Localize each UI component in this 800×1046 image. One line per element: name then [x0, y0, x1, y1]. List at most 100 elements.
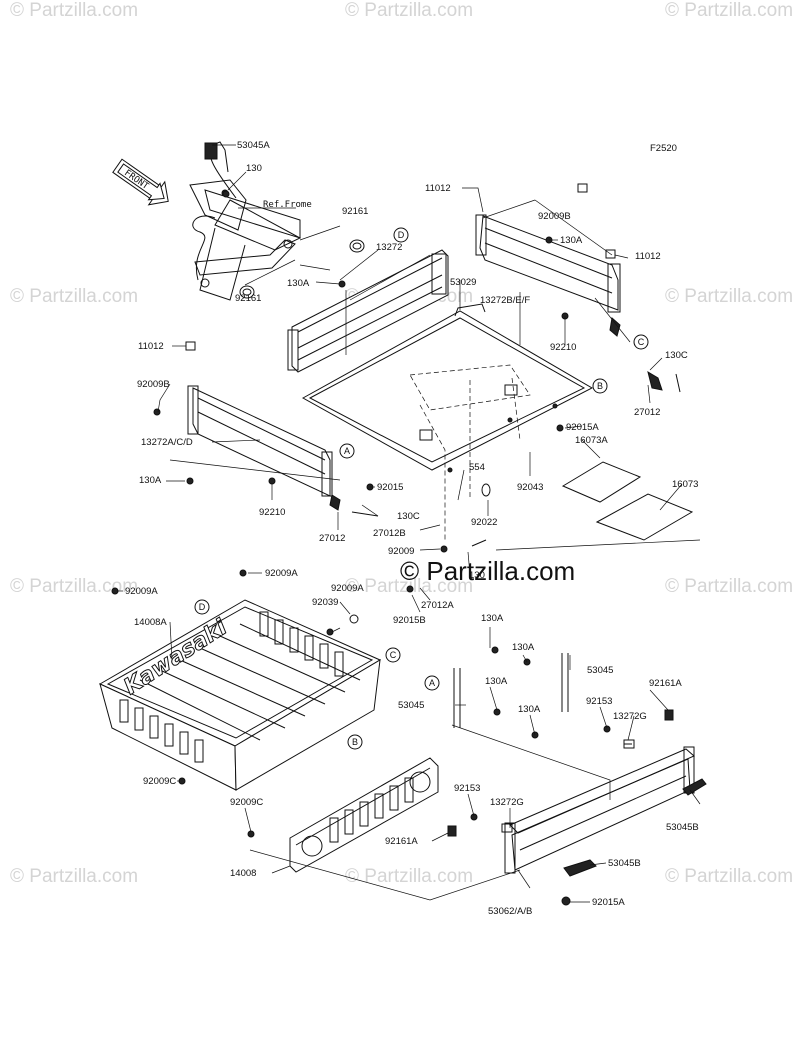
- reference-circles: D A B C D C B A: [194, 227, 649, 750]
- panel-13272b: [475, 183, 621, 337]
- bed-frame-assembly: [189, 141, 365, 301]
- svg-text:C: C: [638, 337, 645, 347]
- part-label: 92039: [312, 597, 338, 608]
- figure-code: F2520: [650, 143, 677, 154]
- part-label: 13272G: [613, 711, 647, 722]
- cargo-box-14008a: Kawasaki: [98, 599, 382, 791]
- svg-text:D: D: [199, 602, 206, 612]
- part-label: 92009A: [331, 583, 364, 594]
- part-label: 554: [469, 462, 485, 473]
- part-label: 92161A: [649, 678, 682, 689]
- part-label: 16073: [672, 479, 698, 490]
- center-watermark: © Partzilla.com: [400, 556, 575, 586]
- mats: [561, 461, 694, 541]
- part-label: 92153: [586, 696, 612, 707]
- svg-text:B: B: [597, 381, 603, 391]
- part-label: 53045: [587, 665, 613, 676]
- leader-lines: [117, 144, 701, 903]
- panel-13272a: [185, 341, 341, 511]
- part-label: 53045: [398, 700, 424, 711]
- ref-circle-b-lower: [347, 734, 363, 750]
- part-label: 27012: [634, 407, 660, 418]
- part-label: 130A: [139, 475, 162, 486]
- part-label: 92009B: [538, 211, 571, 222]
- part-labels: 53045A 130 92161 92161 13272 130A 11012 …: [125, 140, 699, 917]
- ref-circle-d-upper: [393, 227, 409, 243]
- part-label: 11012: [635, 251, 661, 262]
- part-label: 130A: [485, 676, 508, 687]
- watermark: © Partzilla.com: [345, 866, 473, 887]
- part-label: 53029: [450, 277, 476, 288]
- ref-circle-d-lower: [194, 599, 210, 615]
- watermark: © Partzilla.com: [10, 286, 138, 307]
- part-label: 92153: [454, 783, 480, 794]
- part-label: 130: [469, 570, 485, 581]
- panel-13272: [287, 249, 449, 373]
- watermark: © Partzilla.com: [10, 576, 138, 597]
- part-label: 13272G: [490, 797, 524, 808]
- part-label: 14008A: [134, 617, 167, 628]
- part-label: 92015: [377, 482, 403, 493]
- svg-text:A: A: [429, 678, 435, 688]
- watermark: © Partzilla.com: [10, 866, 138, 887]
- part-label: 92161: [342, 206, 368, 217]
- ref-circle-c-upper: [633, 334, 649, 350]
- cables-53045: [453, 653, 569, 728]
- part-label: 130C: [397, 511, 420, 522]
- part-label: 92009A: [125, 586, 158, 597]
- watermark: © Partzilla.com: [10, 0, 138, 21]
- part-label: 92161: [235, 293, 261, 304]
- part-label: 130A: [287, 278, 310, 289]
- part-label: 92022: [471, 517, 497, 528]
- ref-frame-label: Ref.Frome: [263, 200, 312, 210]
- watermarks: © Partzilla.com © Partzilla.com © Partzi…: [10, 0, 793, 887]
- watermark: © Partzilla.com: [665, 866, 793, 887]
- part-label: 53045A: [237, 140, 270, 151]
- part-label: 13272A/C/D: [141, 437, 193, 448]
- part-label: 53045B: [608, 858, 641, 869]
- part-label: 92015A: [592, 897, 625, 908]
- part-label: 130: [246, 163, 262, 174]
- svg-text:A: A: [344, 446, 350, 456]
- part-label: 27012B: [373, 528, 406, 539]
- tailgate-slots: [329, 777, 414, 843]
- part-label: 11012: [425, 183, 451, 194]
- watermark: © Partzilla.com: [665, 286, 793, 307]
- svg-text:C: C: [390, 650, 397, 660]
- ref-circle-a-upper: [339, 443, 355, 459]
- fasteners: [111, 190, 681, 906]
- part-label: 92009: [388, 546, 414, 557]
- part-label: 130A: [560, 235, 583, 246]
- watermark: © Partzilla.com: [665, 576, 793, 597]
- tailgate-14008: [289, 757, 439, 873]
- svg-text:B: B: [352, 737, 358, 747]
- part-label: 92009C: [143, 776, 176, 787]
- cargo-box-floor-ribs: [139, 623, 361, 741]
- part-label: 130C: [665, 350, 688, 361]
- part-label: 11012: [138, 341, 164, 352]
- ref-circle-a-lower: [424, 675, 440, 691]
- watermark: © Partzilla.com: [345, 0, 473, 21]
- part-label: 92009B: [137, 379, 170, 390]
- part-label: 53062/A/B: [488, 906, 532, 917]
- part-label: 130A: [512, 642, 535, 653]
- part-label: 92009C: [230, 797, 263, 808]
- part-label: 14008: [230, 868, 256, 879]
- part-label: 53045B: [666, 822, 699, 833]
- part-label: 92161A: [385, 836, 418, 847]
- ref-circle-c-lower: [385, 647, 401, 663]
- tailgate-frame-53062: [447, 709, 707, 877]
- part-label: 92015A: [566, 422, 599, 433]
- part-label: 27012: [319, 533, 345, 544]
- watermark: © Partzilla.com: [665, 0, 793, 21]
- svg-text:D: D: [398, 230, 405, 240]
- ref-circle-b-upper: [592, 378, 608, 394]
- part-label: 16073A: [575, 435, 608, 446]
- part-label: 13272: [376, 242, 402, 253]
- part-label: 13272B/E/F: [480, 295, 530, 306]
- cargo-box-side-slots: [119, 611, 344, 763]
- part-label: 130A: [518, 704, 541, 715]
- part-label: 130A: [481, 613, 504, 624]
- part-label: 92210: [259, 507, 285, 518]
